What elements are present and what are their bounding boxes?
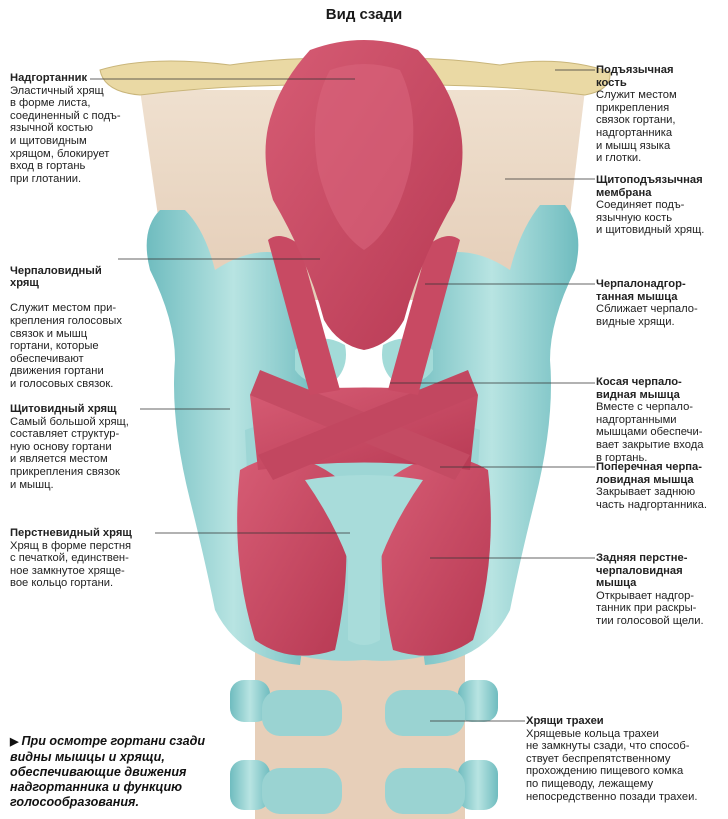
posterior-cricoarytenoid-left xyxy=(237,457,347,656)
label-posterior-heading: Задняя перстне- черпаловидная мышца xyxy=(596,552,688,590)
label-posterior-desc: Открывает надгор- танник при раскры- тии… xyxy=(596,589,704,627)
label-aryepiglottic-heading: Черпалонадгор- танная мышца xyxy=(596,278,686,303)
label-aryepiglottic: Черпалонадгор- танная мышца Сближает чер… xyxy=(596,278,724,328)
label-cricoid-desc: Хрящ в форме перстня с печаткой, единств… xyxy=(10,539,132,590)
label-oblique-desc: Вместе с черпало- надгортанными мышцами … xyxy=(596,401,704,464)
label-thyroid-heading: Щитовидный хрящ xyxy=(10,403,117,415)
label-hyoid-heading: Подъязычная кость xyxy=(596,64,674,89)
posterior-cricoarytenoid-right xyxy=(381,457,491,656)
label-aryepiglottic-desc: Сближает черпало- видные хрящи. xyxy=(596,303,698,328)
label-thyrohyoid-heading: Щитоподъязычная мембрана xyxy=(596,174,703,199)
arrow-icon: ▶ xyxy=(10,736,19,748)
aryepiglottic-right xyxy=(388,236,460,395)
page-title: Вид сзади xyxy=(325,6,403,23)
aryepiglottic-left xyxy=(268,236,340,395)
label-trachea: Хрящи трахеи Хрящевые кольца трахеи не з… xyxy=(526,715,726,803)
label-arytenoid: Черпаловидный хрящ Служит местом при- кр… xyxy=(10,252,150,403)
label-cricoid-heading: Перстневидный хрящ xyxy=(10,527,132,539)
label-transverse-desc: Закрывает заднюю часть надгортанника. xyxy=(596,486,707,511)
label-arytenoid-desc: Служит местом при- крепления голосовых с… xyxy=(10,302,122,390)
tracheal-ring xyxy=(230,760,270,810)
label-arytenoid-heading: Черпаловидный хрящ xyxy=(10,264,102,290)
label-posterior: Задняя перстне- черпаловидная мышца Откр… xyxy=(596,552,724,628)
label-transverse-heading: Поперечная черпа- ловидная мышца xyxy=(596,461,702,486)
label-epiglottis-desc: Эластичный хрящ в форме листа, соединенн… xyxy=(10,84,121,185)
tracheal-ring xyxy=(458,760,498,810)
tracheal-ring-inner xyxy=(385,768,465,814)
label-trachea-heading: Хрящи трахеи xyxy=(526,715,604,727)
tracheal-ring-inner xyxy=(385,690,465,736)
tracheal-ring-inner xyxy=(262,690,342,736)
tracheal-ring xyxy=(458,680,498,722)
tracheal-ring xyxy=(230,680,270,722)
label-thyrohyoid-desc: Соединяет подъ- язычную кость и щитовидн… xyxy=(596,199,705,237)
label-cricoid: Перстневидный хрящ Хрящ в форме перстня … xyxy=(10,527,160,590)
label-trachea-desc: Хрящевые кольца трахеи не замкнуты сзади… xyxy=(526,727,698,803)
tracheal-ring-inner xyxy=(262,768,342,814)
oblique-arytenoid-b xyxy=(258,370,478,480)
label-oblique: Косая черпало- видная мышца Вместе с чер… xyxy=(596,376,724,464)
caption-note: ▶При осмотре гортани сзади видны мышцы и… xyxy=(10,734,230,810)
caption-note-text: При осмотре гортани сзади видны мышцы и … xyxy=(10,734,206,809)
label-thyrohyoid: Щитоподъязычная мембрана Соединяет подъ-… xyxy=(596,174,724,237)
label-epiglottis: Надгортанник Эластичный хрящ в форме лис… xyxy=(10,72,140,185)
label-transverse: Поперечная черпа- ловидная мышца Закрыва… xyxy=(596,461,724,511)
label-thyroid: Щитовидный хрящ Самый большой хрящ, сост… xyxy=(10,403,160,491)
epiglottis-highlight xyxy=(314,64,414,250)
label-hyoid: Подъязычная кость Служит местом прикрепл… xyxy=(596,64,724,165)
label-epiglottis-heading: Надгортанник xyxy=(10,72,88,84)
cricoid-lamina xyxy=(305,475,423,645)
label-hyoid-desc: Служит местом прикрепления связок гортан… xyxy=(596,89,677,165)
label-oblique-heading: Косая черпало- видная мышца xyxy=(596,376,682,401)
label-thyroid-desc: Самый большой хрящ, составляет структур-… xyxy=(10,415,129,491)
